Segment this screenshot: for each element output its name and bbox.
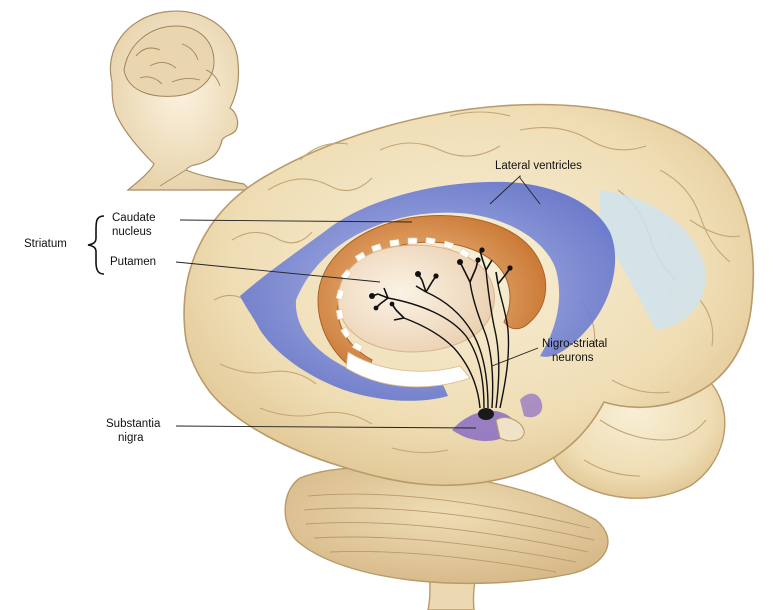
label-substantia-line2: nigra [118, 432, 144, 445]
label-nigro-striatal-line2: neurons [552, 352, 594, 365]
label-putamen: Putamen [110, 256, 156, 269]
label-caudate-line1: Caudate [112, 212, 155, 225]
label-striatum: Striatum [24, 238, 67, 251]
label-caudate-line2: nucleus [112, 226, 152, 239]
striatum-brace [88, 216, 104, 274]
putamen [338, 245, 494, 352]
label-substantia-line1: Substantia [106, 418, 160, 431]
head-inset [110, 11, 250, 190]
label-nigro-striatal-line1: Nigro-striatal [542, 338, 607, 351]
label-lateral-ventricles: Lateral ventricles [495, 160, 582, 173]
